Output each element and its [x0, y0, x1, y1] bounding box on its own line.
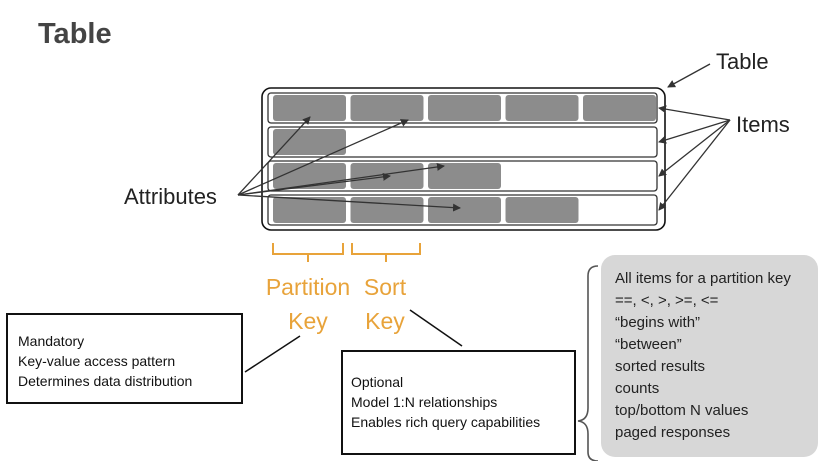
description-line: Enables rich query capabilities	[351, 414, 541, 430]
items-label: Items	[736, 112, 790, 137]
sort-connector	[409, 309, 463, 347]
item-row	[267, 126, 658, 158]
attribute-cell	[583, 95, 656, 121]
attribute-cell	[428, 95, 501, 121]
table-arrow	[667, 63, 711, 88]
attribute-cell	[350, 95, 424, 121]
items-arrow	[658, 119, 731, 177]
attribute-cell	[505, 197, 579, 223]
attribute-cell	[273, 129, 346, 155]
query-capability-item: All items for a partition key	[615, 270, 791, 287]
description-line: Key-value access pattern	[18, 353, 176, 369]
description-line: Mandatory	[18, 333, 85, 349]
attributes-arrow	[237, 194, 461, 212]
attribute-cell	[350, 197, 424, 223]
query-capability-item: ==, <, >, >=, <=	[615, 292, 719, 309]
items-arrow	[658, 119, 731, 211]
query-capability-item: counts	[615, 380, 660, 397]
description-line: Model 1:N relationships	[351, 394, 498, 410]
sort-key-description: Optional Model 1:N relationships Enables…	[341, 350, 576, 455]
partition-key-label: Partition Key	[256, 270, 360, 338]
query-capability-item: “between”	[615, 336, 682, 353]
items-arrow	[658, 105, 731, 121]
sort-key-line: Key	[365, 308, 405, 334]
query-brace	[577, 265, 599, 461]
query-capabilities-callout: All items for a partition key ==, <, >, …	[601, 255, 818, 457]
query-capability-item: sorted results	[615, 358, 706, 375]
attributes-arrow	[237, 172, 391, 196]
sort-key-bracket	[351, 243, 421, 262]
attribute-cell	[428, 197, 501, 223]
partition-key-line: Key	[288, 308, 328, 334]
query-capability-item: top/bottom N values	[615, 402, 749, 419]
partition-key-line: Partition	[265, 274, 351, 300]
partition-key-description: Mandatory Key-value access pattern Deter…	[6, 313, 243, 404]
sort-key-label: Sort Key	[350, 270, 420, 338]
query-capability-item: “begins with”	[615, 314, 701, 331]
attributes-label: Attributes	[124, 184, 217, 209]
sort-key-line: Sort	[363, 274, 407, 300]
table-label: Table	[716, 49, 769, 74]
attribute-cell	[273, 197, 346, 223]
description-line: Optional	[351, 374, 404, 390]
partition-connector	[244, 335, 301, 373]
attribute-cell	[428, 163, 501, 189]
page-title: Table	[38, 18, 112, 50]
attribute-cells	[273, 95, 656, 223]
query-capability-item: paged responses	[615, 424, 731, 441]
attributes-arrow	[237, 119, 409, 196]
items-arrow	[658, 119, 731, 144]
attributes-arrow	[237, 116, 311, 196]
attribute-cell	[273, 95, 346, 121]
description-line: Determines data distribution	[18, 373, 193, 389]
attribute-cell	[505, 95, 579, 121]
partition-key-bracket	[272, 243, 344, 262]
